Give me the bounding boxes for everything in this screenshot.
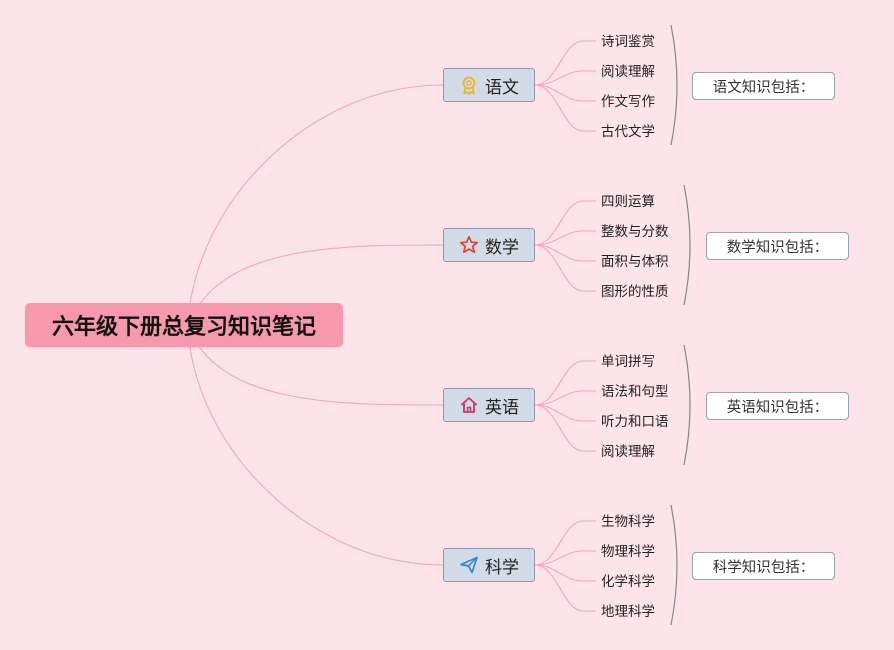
leaf-connector [534, 520, 596, 566]
star-icon [459, 235, 479, 255]
leaf-topic[interactable]: 单词拼写 [601, 354, 655, 370]
leaf-connector [534, 360, 596, 406]
summary-label: 数学知识包括： [726, 239, 829, 256]
leaf-topic[interactable]: 阅读理解 [601, 444, 655, 460]
award-ribbon-icon [459, 75, 479, 95]
subject-topic-science[interactable]: 科学 [443, 548, 535, 582]
leaf-topic[interactable]: 图形的性质 [601, 284, 669, 300]
root-connector [187, 325, 444, 406]
leaf-connector [534, 230, 596, 246]
summary-box[interactable]: 数学知识包括： [706, 232, 849, 260]
leaf-topic[interactable]: 面积与体积 [601, 254, 669, 270]
leaf-connector [534, 404, 596, 452]
leaf-topic[interactable]: 生物科学 [601, 514, 655, 530]
leaf-topic[interactable]: 古代文学 [601, 124, 655, 140]
summary-box[interactable]: 语文知识包括： [692, 72, 835, 100]
leaf-connector [534, 564, 596, 612]
summary-label: 英语知识包括： [726, 399, 829, 416]
root-topic-label: 六年级下册总复习知识笔记 [51, 315, 316, 340]
leaf-topic[interactable]: 诗词鉴赏 [601, 34, 655, 50]
subject-topic-english[interactable]: 英语 [443, 388, 535, 422]
subject-label: 数学 [485, 237, 519, 258]
leaf-topic[interactable]: 语法和句型 [601, 384, 669, 400]
leaf-topic[interactable]: 作文写作 [601, 94, 655, 110]
root-topic[interactable]: 六年级下册总复习知识笔记 [25, 303, 343, 347]
leaf-connector [534, 564, 596, 582]
subject-label: 语文 [485, 77, 519, 98]
leaf-connector [534, 200, 596, 246]
home-icon [459, 395, 479, 415]
leaf-connector [534, 404, 596, 422]
subject-label: 英语 [485, 397, 519, 418]
summary-bracket [670, 24, 678, 146]
subject-topic-math[interactable]: 数学 [443, 228, 535, 262]
leaf-topic[interactable]: 四则运算 [601, 194, 655, 210]
leaf-topic[interactable]: 物理科学 [601, 544, 655, 560]
summary-bracket [670, 504, 678, 626]
leaf-topic[interactable]: 阅读理解 [601, 64, 655, 80]
root-connector [187, 84, 444, 327]
paper-plane-icon [459, 555, 479, 575]
leaf-connector [534, 244, 596, 262]
leaf-topic[interactable]: 化学科学 [601, 574, 655, 590]
summary-box[interactable]: 科学知识包括： [692, 552, 835, 580]
leaf-connector [534, 390, 596, 406]
root-connector [187, 244, 444, 327]
subject-topic-chinese[interactable]: 语文 [443, 68, 535, 102]
summary-bracket [683, 344, 691, 466]
summary-bracket [683, 184, 691, 306]
leaf-topic[interactable]: 听力和口语 [601, 414, 669, 430]
subject-label: 科学 [485, 557, 519, 578]
leaf-connector [534, 84, 596, 132]
summary-box[interactable]: 英语知识包括： [706, 392, 849, 420]
summary-label: 语文知识包括： [712, 79, 815, 96]
leaf-topic[interactable]: 地理科学 [601, 604, 655, 620]
leaf-connector [534, 84, 596, 102]
summary-label: 科学知识包括： [712, 559, 815, 576]
leaf-connector [534, 40, 596, 86]
root-connector [187, 325, 444, 566]
leaf-topic[interactable]: 整数与分数 [601, 224, 669, 240]
leaf-connector [534, 244, 596, 292]
leaf-connector [534, 550, 596, 566]
leaf-connector [534, 70, 596, 86]
